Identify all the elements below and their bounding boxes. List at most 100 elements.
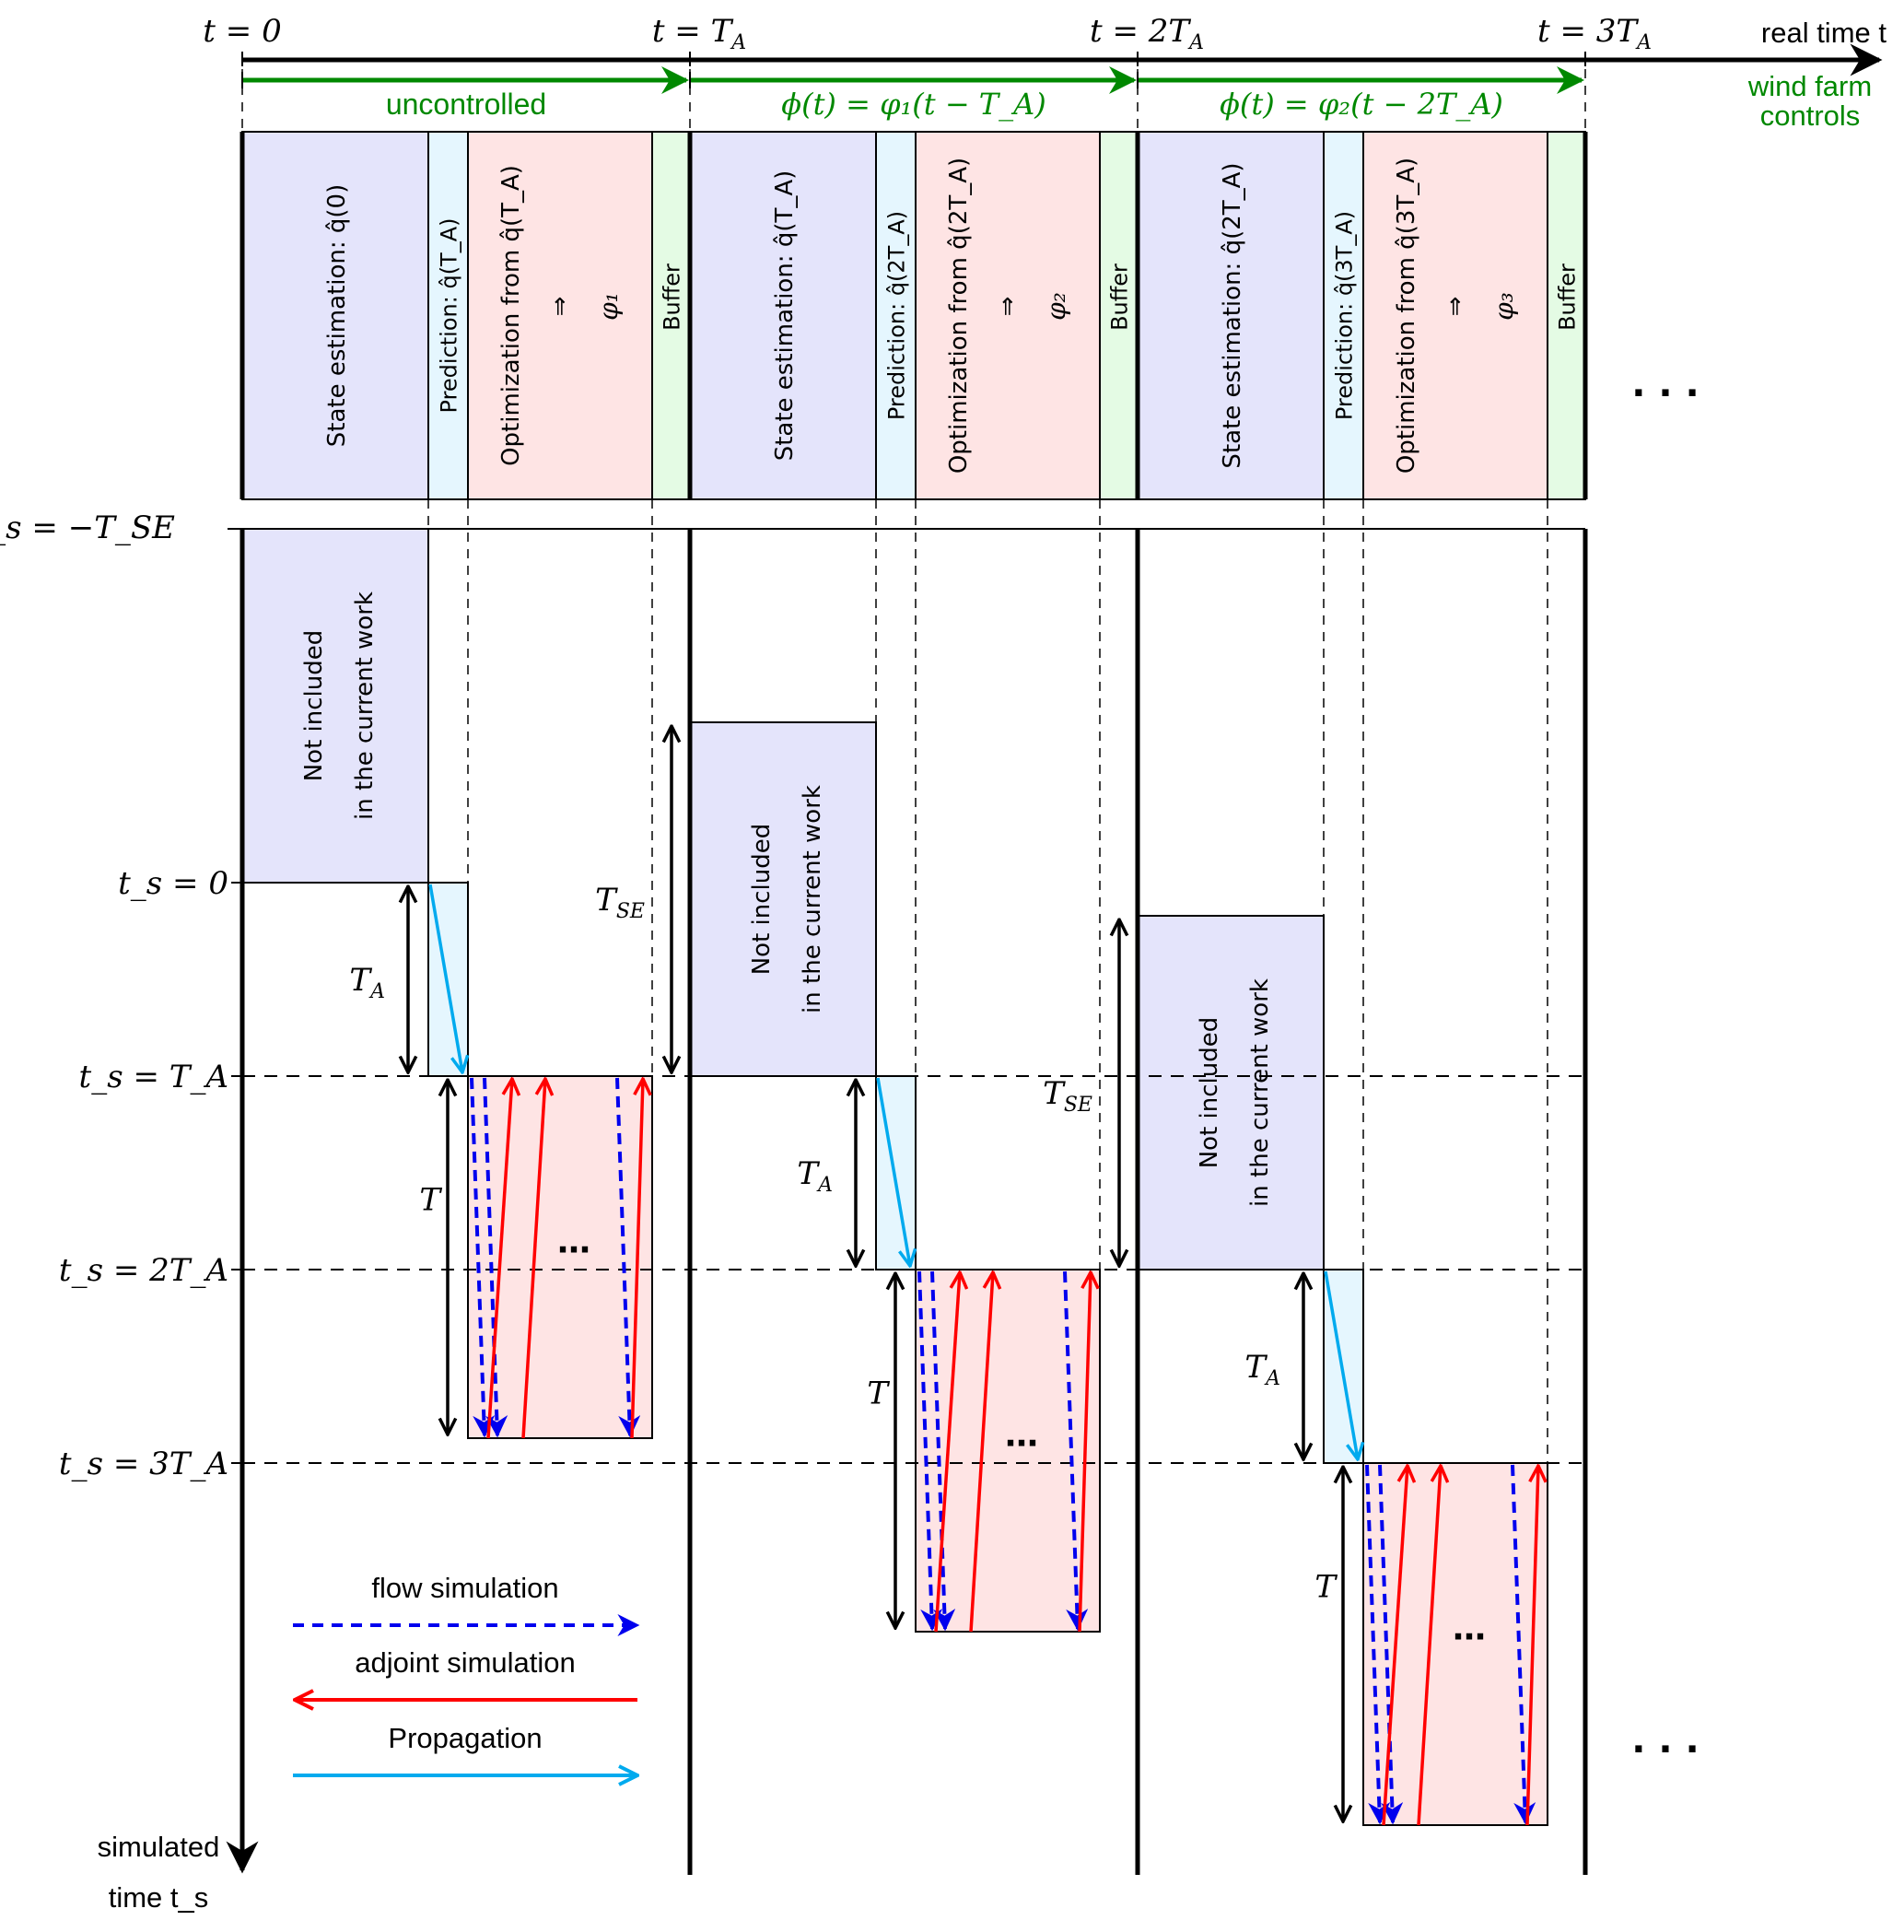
tse-dimension-label: TSE [1043, 1075, 1092, 1117]
optimization-label: Optimization from q̂(3T_A) [1393, 158, 1420, 474]
state-estimation-label: State estimation: q̂(0) [323, 184, 351, 447]
continuation-top: · · · [1631, 372, 1699, 415]
tse-dimension-label: TSE [595, 882, 645, 923]
prediction-box [427, 131, 469, 500]
optimization-box [915, 131, 1101, 500]
legend: flow simulation adjoint simulationPropaga… [293, 1572, 640, 1775]
flow-simulation-arrow [483, 1077, 508, 1438]
implies-symbol: ⇒ [994, 297, 1022, 317]
buffer-label: Buffer [660, 263, 685, 331]
real-time-axis-label: real time t [1761, 17, 1886, 49]
implies-symbol: ⇒ [546, 297, 574, 317]
adjoint-simulation-arrow [630, 1079, 643, 1439]
adjoint-simulation-arrow [1417, 1466, 1441, 1826]
simulated-time-tick-label: t_s = 0 [118, 865, 228, 902]
not-included-label-line2: in the current work [351, 591, 379, 820]
adjoint-simulation-arrow [1078, 1272, 1091, 1633]
flow-simulation-arrow [1063, 1270, 1089, 1632]
flow-simulation-arrow [1378, 1464, 1404, 1825]
simulated-time-tick-label: t_s = T_A [79, 1059, 228, 1095]
legend-label: flow simulation [371, 1572, 558, 1604]
ta-dimension-label: TA [797, 1155, 833, 1197]
prediction-box [1323, 131, 1364, 500]
simulated-time-tick-label: t_s = 2T_A [59, 1252, 228, 1289]
flow-simulation-arrow [930, 1270, 956, 1632]
simulated-axis-label-line1: simulated [98, 1831, 220, 1863]
t-dimension-label: T [867, 1375, 890, 1411]
phase-labels: State estimation: q̂(0) Prediction: q̂(T_… [300, 158, 1581, 1648]
simulated-time-tick-label: t_s = 3T_A [59, 1446, 228, 1482]
optimization-box [1362, 131, 1548, 500]
state-estimation-label: State estimation: q̂(2T_A) [1219, 162, 1246, 468]
propagation-arrow [428, 884, 462, 1072]
control-segment-label: ϕ(t) = φ₁(t − T_A) [781, 87, 1045, 122]
buffer-label: Buffer [1555, 263, 1581, 331]
not-included-label-line2: in the current work [1246, 978, 1274, 1207]
simulated-axis-label-line2: time t_s [109, 1881, 209, 1914]
optimization-box [467, 131, 653, 500]
adjoint-simulation-arrow [969, 1272, 993, 1633]
buffer-label: Buffer [1107, 263, 1133, 331]
t-dimension-label: T [1314, 1568, 1337, 1605]
tse-dimension-subscript: SE [1064, 1094, 1092, 1117]
legend-label: Propagation [388, 1722, 542, 1754]
adjoint-simulation-arrow [934, 1272, 960, 1633]
flow-simulation-arrow [1365, 1464, 1391, 1825]
control-segment-label: uncontrolled [386, 88, 546, 121]
iterations-ellipsis: … [1453, 1610, 1486, 1648]
flow-simulation-arrow [917, 1270, 943, 1632]
ta-dimension-label: TA [1244, 1349, 1280, 1390]
state-estimation-box [689, 131, 877, 500]
real-time-tick-label: t = 0 [203, 13, 281, 50]
not-included-box [689, 721, 877, 1077]
not-included-label-line2: in the current work [799, 785, 826, 1013]
not-included-label-line1: Not included [748, 824, 776, 976]
optimization-label: Optimization from q̂(T_A) [497, 165, 525, 466]
not-included-box [1137, 915, 1325, 1270]
phase-boxes [241, 131, 1586, 1826]
propagation-arrow [876, 1077, 910, 1266]
adjoint-simulation-arrow [486, 1079, 512, 1439]
adjoint-simulation-arrow [1382, 1466, 1408, 1826]
not-included-label-line1: Not included [1196, 1017, 1223, 1169]
flow-simulation-arrow [1511, 1464, 1536, 1825]
ta-dimension-subscript: A [368, 980, 385, 1003]
simulated-time-tick-label: t_s = −T_SE [0, 509, 175, 546]
real-time-tick-subscript: A [730, 31, 746, 54]
control-result-label: φ₂ [1041, 292, 1071, 321]
propagation-arrow [1324, 1270, 1358, 1459]
guide-lines [228, 69, 1588, 1875]
optimization-sim-box [915, 1269, 1101, 1633]
not-included-label-line1: Not included [300, 630, 328, 782]
simulated-time-ticks: t_s = −T_SE t_s = 0 t_s = T_A t_s = 2T_A t_s… [0, 509, 242, 1482]
state-estimation-box [241, 131, 429, 500]
prediction-label: Prediction: q̂(T_A) [437, 218, 462, 414]
iterations-ellipsis: … [1005, 1417, 1038, 1455]
prediction-label: Prediction: q̂(3T_A) [1332, 211, 1358, 420]
controls-label-line2: controls [1760, 100, 1861, 132]
ta-dimension-subscript: A [816, 1174, 833, 1197]
implies-symbol: ⇒ [1442, 297, 1469, 317]
iterations-ellipsis: … [557, 1224, 590, 1261]
buffer-box [1547, 131, 1586, 500]
state-estimation-label: State estimation: q̂(T_A) [771, 170, 799, 462]
optimization-sim-box [1362, 1462, 1548, 1826]
real-time-tick-subscript: A [1187, 31, 1204, 54]
prediction-label: Prediction: q̂(2T_A) [884, 211, 910, 420]
adjoint-simulation-arrow [521, 1079, 545, 1439]
optimization-sim-box [467, 1075, 653, 1439]
simulation-arrows [408, 726, 1538, 1826]
controls-label-line1: wind farm [1747, 70, 1872, 102]
legend-label: adjoint simulation [355, 1646, 576, 1679]
ta-dimension-label: TA [349, 962, 385, 1003]
real-time-tick-label: t = 2TA [1090, 13, 1204, 54]
flow-simulation-arrow [615, 1077, 641, 1438]
flow-simulation-arrow [470, 1077, 496, 1438]
tse-dimension-subscript: SE [616, 900, 645, 923]
control-result-label: φ₃ [1489, 292, 1519, 321]
not-included-box [241, 528, 429, 884]
real-time-tick-label: t = 3TA [1537, 13, 1652, 54]
state-estimation-box [1137, 131, 1325, 500]
